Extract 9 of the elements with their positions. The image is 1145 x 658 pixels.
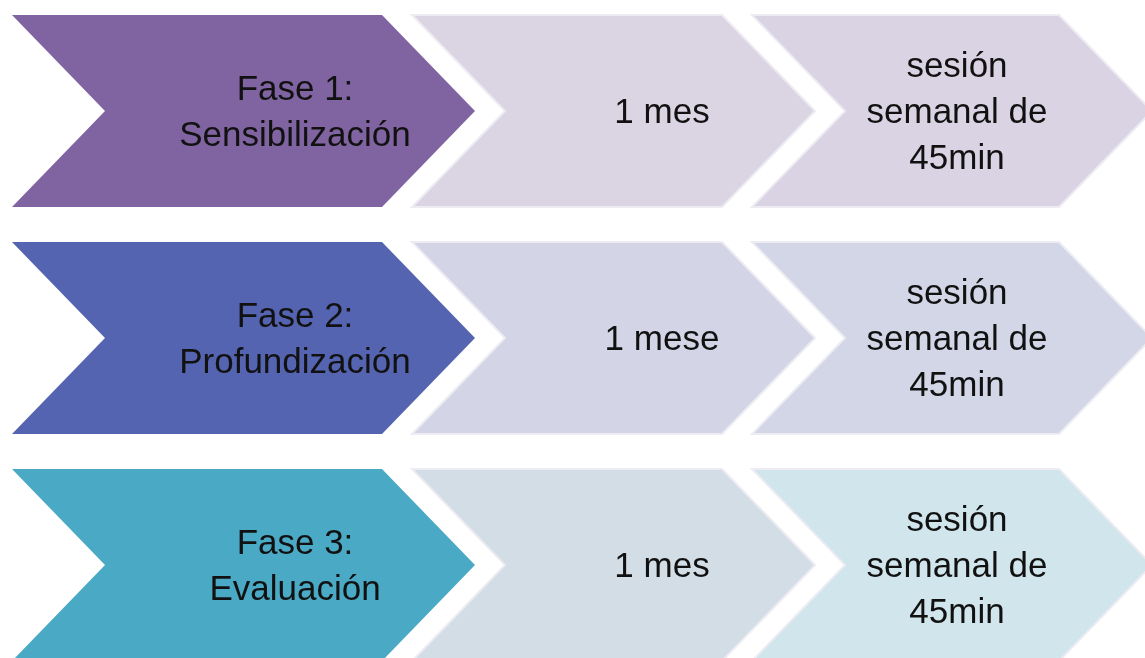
duration-label: 1 mese xyxy=(604,317,720,359)
duration-label: 1 mes xyxy=(614,544,710,586)
duration-label: 1 mes xyxy=(614,90,710,132)
session-label: sesión semanal de 45min xyxy=(865,44,1049,178)
session-label: sesión semanal de 45min xyxy=(865,271,1049,405)
session-label: sesión semanal de 45min xyxy=(865,498,1049,632)
phase-label: Fase 3: Evaluación xyxy=(208,521,382,609)
phase-label: Fase 2: Profundización xyxy=(178,294,412,382)
phase-label: Fase 1: Sensibilización xyxy=(178,67,412,155)
